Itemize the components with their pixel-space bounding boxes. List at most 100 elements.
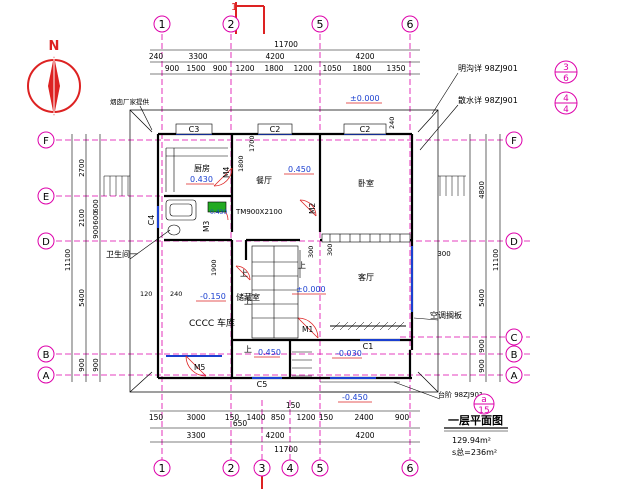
window-c1-label: C1 — [363, 342, 374, 351]
dim-m3: 1900 — [210, 259, 218, 276]
col-bot-6-label: 6 — [407, 462, 414, 475]
elev-porch: -0.030 — [336, 349, 362, 358]
row-left-A: A — [43, 371, 50, 382]
note-leaders — [129, 72, 459, 400]
top-sub-1: 3300 — [188, 52, 207, 61]
right-part-1: 5400 — [478, 289, 486, 307]
row-bubble-right-C: C — [505, 328, 523, 346]
col-bot-2-label: 2 — [228, 462, 235, 475]
col-bubble-bot-1: 1 — [153, 459, 171, 477]
left-part-2: 5400 — [78, 289, 86, 307]
bathroom-fixtures — [165, 199, 227, 236]
col-bubble-top-6: 6 — [401, 15, 419, 33]
note-apron: 散水详 98ZJ901 — [458, 95, 518, 105]
row-bubble-right-B: B — [505, 345, 523, 363]
right-dimensions — [469, 134, 501, 382]
note-parapet: 明沟详 98ZJ901 — [458, 63, 518, 73]
plan-total-area: s总=236m² — [452, 447, 497, 457]
stairs — [251, 245, 301, 339]
top-win-8: 1350 — [386, 64, 405, 73]
ref-steps-top: a — [481, 395, 487, 405]
door-m2-label: M2 — [308, 203, 317, 214]
left-small-2: 600 — [92, 199, 100, 212]
dim-300b: 300 — [307, 246, 315, 258]
col-bubble-bot-3: 3 — [253, 459, 271, 477]
apron-outline — [129, 109, 439, 393]
col-top-5-label: 5 — [317, 18, 324, 31]
row-bubble-left-B: B — [37, 345, 55, 363]
note-balcony-rail: 空调搁板 — [430, 310, 462, 320]
kitchen-counter — [165, 147, 228, 192]
col-bubble-top-5: 5 — [311, 15, 329, 33]
dining-counter — [321, 233, 411, 243]
col-bubble-top-1: 1 — [153, 15, 171, 33]
ref-parapet: 3 6 — [554, 60, 578, 84]
row-left-D: D — [42, 237, 50, 248]
dim-m4: 1800 — [237, 155, 245, 172]
bot-sub-1: 4200 — [265, 431, 284, 440]
bot-win-8: 900 — [395, 413, 410, 422]
row-bubble-right-D: D — [505, 232, 523, 250]
left-small-1: 600 — [92, 211, 100, 224]
bot-win-6: 150 — [319, 413, 334, 422]
top-win-1: 1500 — [186, 64, 205, 73]
column-axis-bubbles: 1 2 5 6 1 2 3 4 5 6 — [153, 15, 419, 477]
right-part-2: 900 — [478, 339, 486, 352]
top-sub-3: 4200 — [355, 52, 374, 61]
top-win-7: 1800 — [352, 64, 371, 73]
top-win-2: 900 — [213, 64, 228, 73]
note-toilet-line: 卫生间一 — [106, 249, 138, 259]
right-small-dim: 300 — [437, 250, 450, 258]
bot-sub-2: 4200 — [355, 431, 374, 440]
top-win-4: 1800 — [264, 64, 283, 73]
door-m4-label: M4 — [222, 167, 231, 178]
bot-win-1: 3000 — [186, 413, 205, 422]
row-left-E: E — [43, 192, 49, 203]
row-right-A: A — [511, 371, 518, 382]
ref-steps: a 15 — [473, 393, 495, 416]
elev-garage: -0.150 — [200, 292, 226, 301]
top-win-6: 1050 — [322, 64, 341, 73]
bot-sub-0: 3300 — [186, 431, 205, 440]
col-top-6-label: 6 — [407, 18, 414, 31]
left-part-1: 2100 — [78, 209, 86, 227]
window-c2b-label: C2 — [360, 125, 371, 134]
ref-bubbles: 3 6 4 4 a 15 — [473, 60, 578, 416]
top-win-5: 1200 — [293, 64, 312, 73]
door-m1-label: M1 — [302, 325, 313, 334]
col-bot-3-label: 3 — [259, 462, 266, 475]
top-total-dim: 11700 — [274, 40, 298, 49]
up-mark-4: 上 — [240, 269, 248, 278]
window-c5-label: C5 — [257, 380, 268, 389]
room-living: 客厅 — [358, 272, 374, 282]
ref-apron-top: 4 — [563, 94, 569, 104]
elev-zero-top: ±0.000 — [350, 94, 380, 103]
col-bubble-top-2: 2 — [222, 15, 240, 33]
col-bot-1-label: 1 — [159, 462, 166, 475]
row-right-C: C — [511, 333, 518, 344]
elev-dining: 0.450 — [288, 165, 311, 174]
dim-240b: 240 — [388, 117, 396, 129]
top-win-3: 1200 — [235, 64, 254, 73]
room-storage: 储藏室 — [236, 292, 260, 302]
bottom-dimensions — [150, 410, 420, 443]
doors — [185, 167, 319, 377]
right-part-0: 4800 — [478, 181, 486, 199]
col-bubble-bot-4: 4 — [281, 459, 299, 477]
ref-parapet-bot: 6 — [563, 74, 569, 84]
row-bubble-right-F: F — [505, 131, 523, 149]
bottom-total-dim: 11700 — [274, 445, 298, 454]
note-chimney: 烟囱厂家提供 — [110, 97, 150, 106]
bot-win-4: 850 — [271, 413, 286, 422]
left-total-dim: 11100 — [64, 249, 72, 271]
window-c3-label: C3 — [189, 125, 200, 134]
plan-title: 一层平面图 — [448, 414, 503, 427]
row-right-B: B — [511, 350, 518, 361]
door-m5-label: M5 — [194, 363, 205, 372]
bot-small-3: 650 — [233, 419, 248, 428]
up-mark-3: 上 — [298, 261, 306, 270]
dim-1700: 1700 — [248, 135, 256, 152]
row-left-F: F — [43, 136, 49, 147]
top-win-0: 900 — [165, 64, 180, 73]
bot-win-3: 1400 — [246, 413, 265, 422]
